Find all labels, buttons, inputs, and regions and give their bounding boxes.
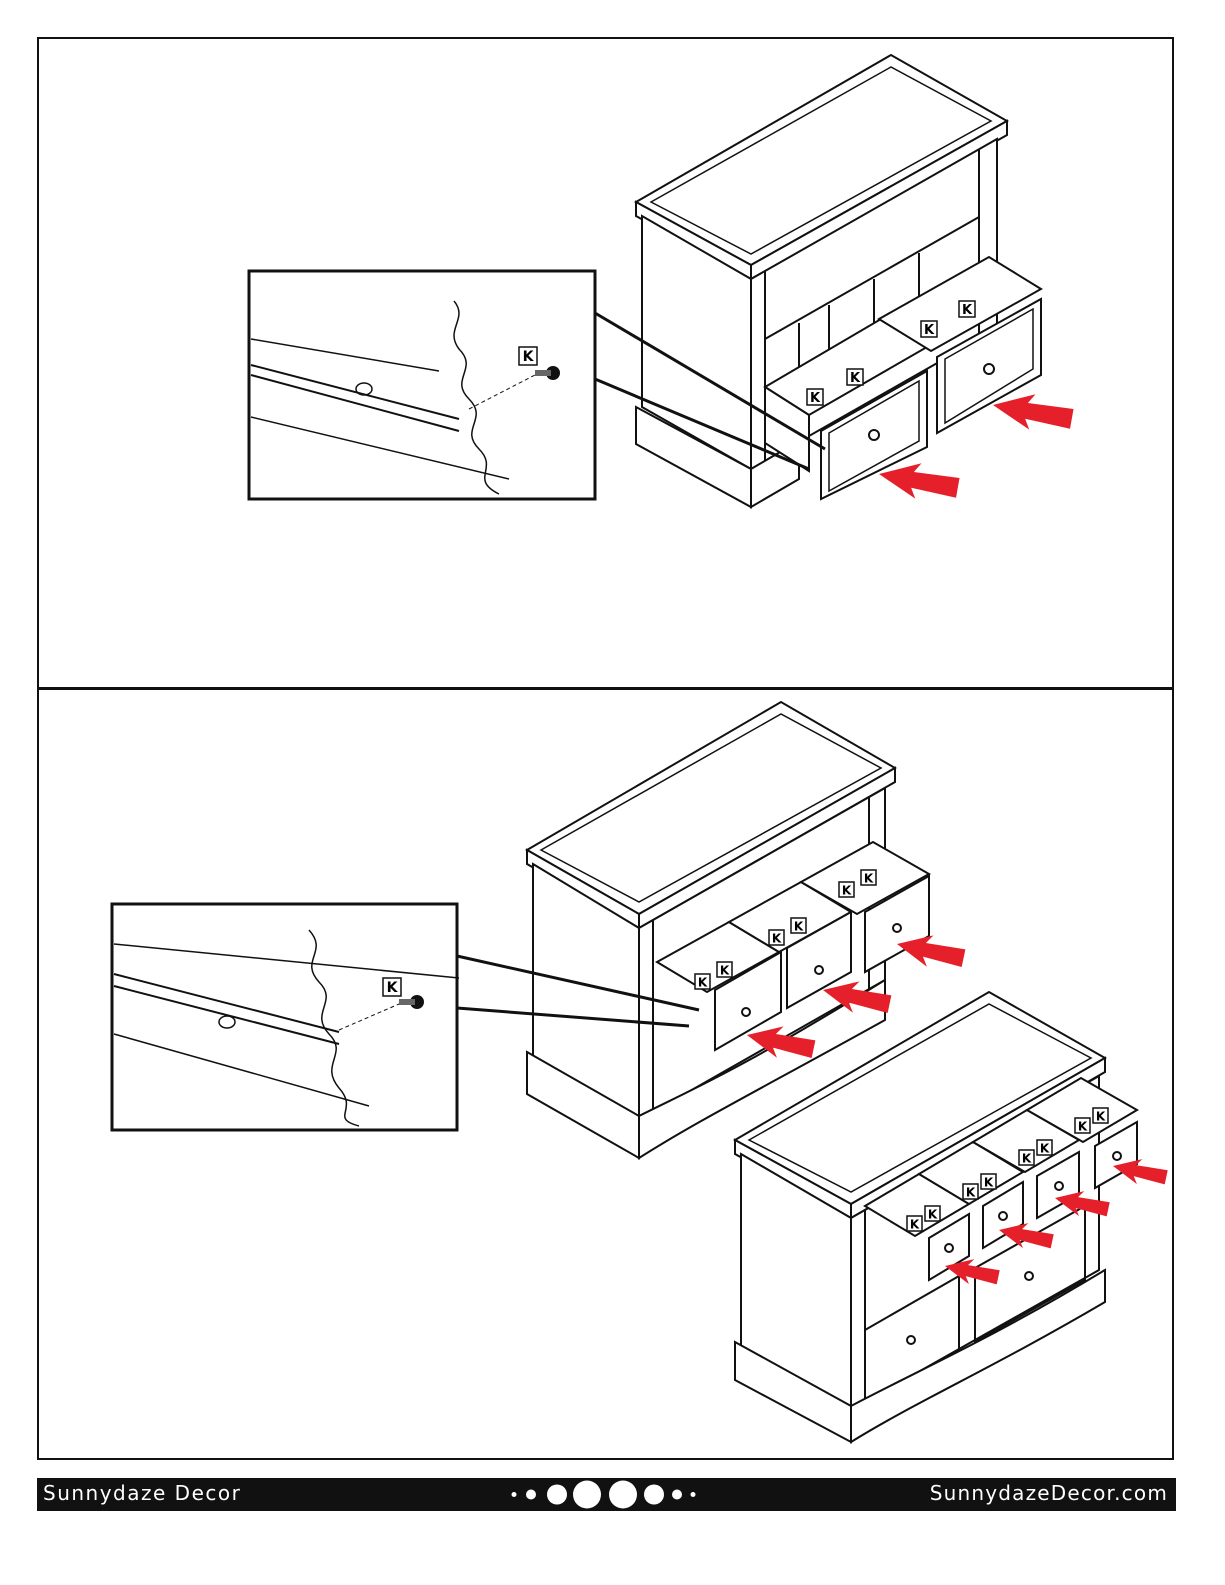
bottom-illustration: K K K K K K <box>39 690 1174 1460</box>
svg-text:K: K <box>810 391 821 406</box>
footer-bar: Sunnydaze Decor SunnydazeDecor.com <box>37 1478 1176 1511</box>
svg-text:K: K <box>1040 1142 1050 1156</box>
svg-text:K: K <box>1078 1120 1088 1134</box>
step-panel-top: K K K K <box>37 37 1174 689</box>
callout-detail-box: K <box>112 904 459 1130</box>
svg-text:K: K <box>984 1176 994 1190</box>
callout-detail-box: K <box>249 271 595 499</box>
footer-website[interactable]: SunnydazeDecor.com <box>930 1481 1168 1505</box>
footer-dots-decoration <box>507 1478 707 1511</box>
svg-text:K: K <box>794 920 804 934</box>
svg-text:K: K <box>720 964 730 978</box>
svg-text:K: K <box>698 976 708 990</box>
svg-text:K: K <box>924 323 935 338</box>
footer-brand: Sunnydaze Decor <box>43 1481 241 1505</box>
svg-text:K: K <box>1096 1110 1106 1124</box>
svg-text:K: K <box>772 932 782 946</box>
svg-text:K: K <box>910 1218 920 1232</box>
svg-text:K: K <box>864 872 874 886</box>
svg-text:K: K <box>387 980 399 996</box>
svg-text:K: K <box>966 1186 976 1200</box>
top-illustration: K K K K <box>39 39 1174 689</box>
svg-text:K: K <box>850 371 861 386</box>
svg-text:K: K <box>842 884 852 898</box>
svg-text:K: K <box>928 1208 938 1222</box>
svg-text:K: K <box>523 349 535 365</box>
svg-text:K: K <box>1022 1152 1032 1166</box>
svg-text:K: K <box>962 303 973 318</box>
step-panel-bottom: K K K K K K <box>37 688 1174 1460</box>
